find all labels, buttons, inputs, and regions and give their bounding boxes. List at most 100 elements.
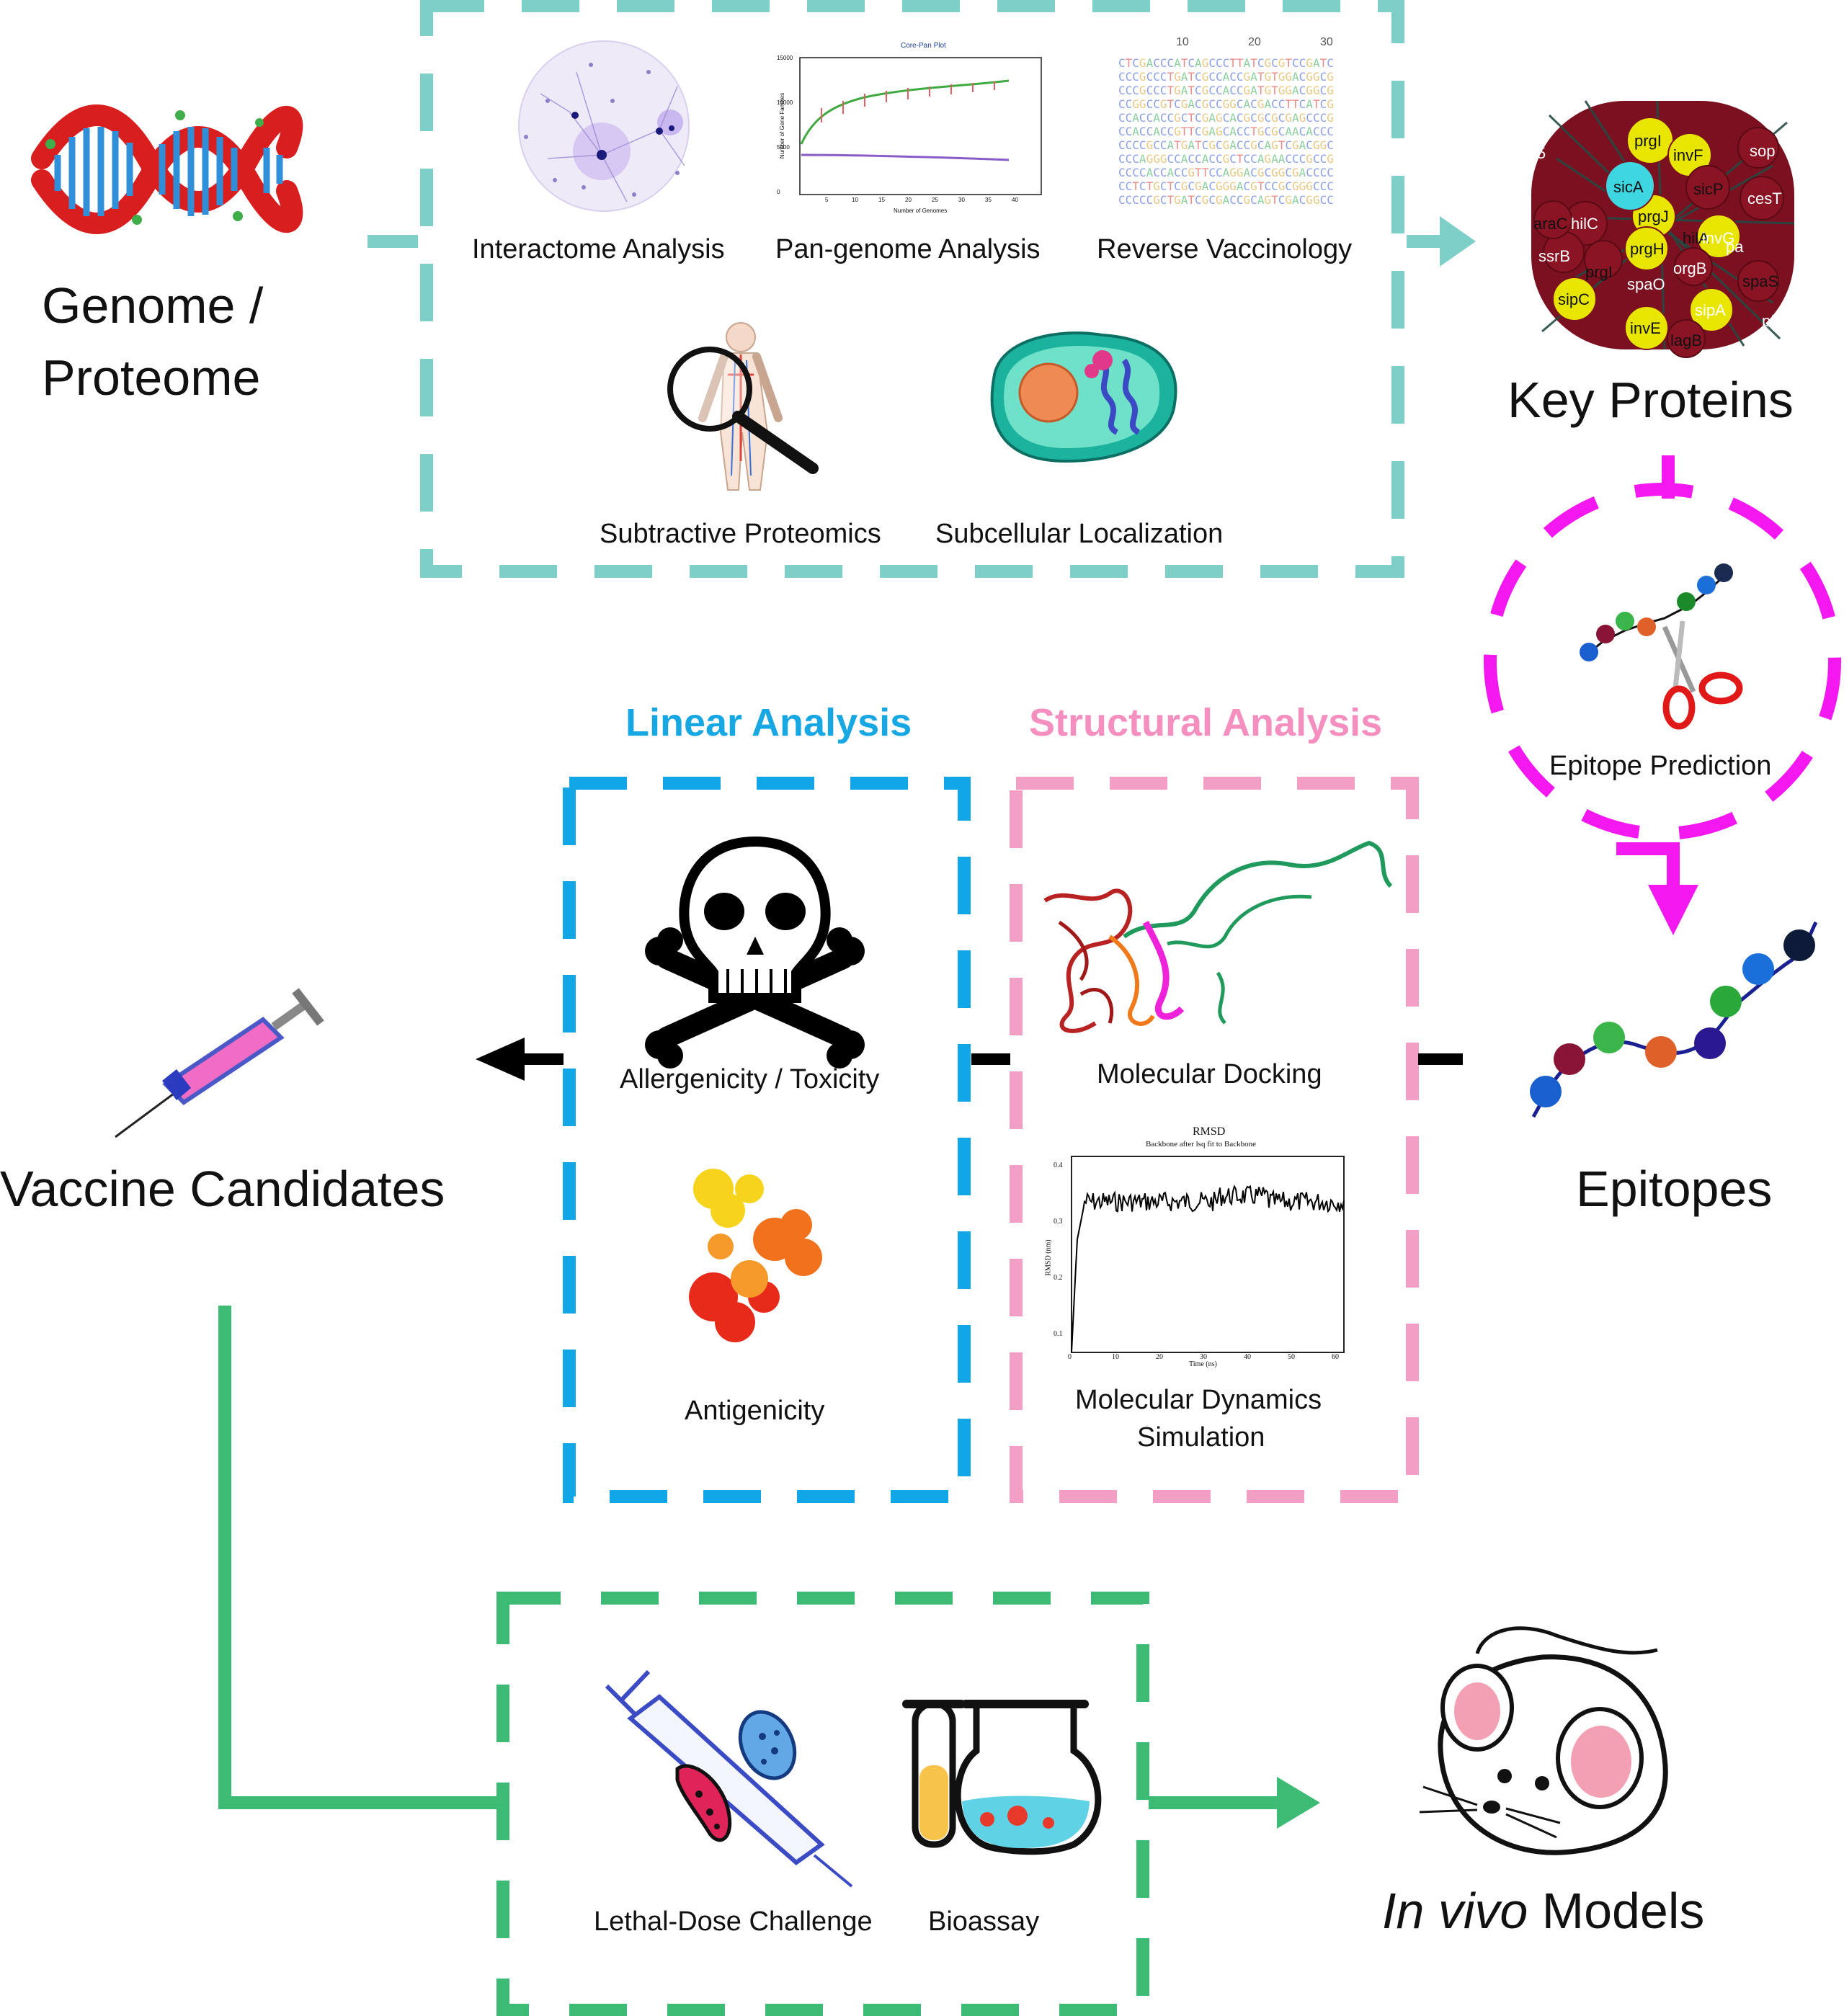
- alignment-row: CCACCACCGCTCGAGCACGCGCGCGAGCCCG: [1118, 111, 1334, 125]
- subtractive-proteomics-label: Subtractive Proteomics: [600, 519, 881, 549]
- tick-label: 30: [1320, 36, 1333, 48]
- tick-label: 0.3: [1054, 1218, 1063, 1226]
- tick-label: 15000: [777, 55, 793, 61]
- epitope-prediction-label: Epitope Prediction: [1549, 751, 1772, 781]
- tick-label: 30: [1200, 1353, 1207, 1361]
- epitope-arrowhead: [1648, 885, 1698, 935]
- mouse-icon: [1419, 1626, 1668, 1855]
- epitope-chain-scissors-icon: [1580, 563, 1743, 730]
- alignment-row: CCGGCCGTCGACGCCGGCACGACCTTCATCG: [1118, 97, 1334, 111]
- tick-label: 25: [932, 197, 938, 203]
- tick-label: prgI: [1585, 263, 1613, 281]
- alignment-row: CCTCTGCTCGCGACGGGACGTCCGCGGGCCC: [1118, 179, 1334, 193]
- tick-label: 0.2: [1054, 1274, 1063, 1282]
- genome-label: Genome /: [42, 277, 264, 334]
- tick-label: araC: [1533, 215, 1568, 233]
- tick-label: sicP: [1693, 180, 1724, 198]
- reverse-vaccinology-label: Reverse Vaccinology: [1097, 234, 1353, 264]
- skull-crossbones-icon: [645, 836, 865, 1069]
- human-body-magnifier-icon: [667, 322, 819, 491]
- tick-label: 10: [1112, 1353, 1119, 1361]
- alignment-row: CCCCACCACCGTTCCAGGACGCGGCGACCCC: [1118, 166, 1334, 179]
- tick-label: spaO: [1627, 275, 1665, 293]
- tick-label: i5: [1533, 144, 1546, 162]
- tick-label: 0.4: [1054, 1161, 1063, 1169]
- syringe-icon: [115, 988, 324, 1138]
- tick-label: 0: [777, 189, 780, 195]
- structural-analysis-header: Structural Analysis: [1029, 701, 1383, 744]
- tick-label: 0.1: [1054, 1330, 1063, 1338]
- tick-label: spaS: [1742, 272, 1779, 290]
- in-vivo-arrowhead: [1277, 1777, 1320, 1829]
- alignment-row: CTCGACCCATCAGCCCTTATCGCGTCCGATC: [1118, 56, 1334, 70]
- antibody-structure-icon: [689, 1169, 822, 1342]
- tick-label: sop: [1750, 142, 1776, 160]
- tick-label: pD: [1762, 312, 1783, 330]
- rmsd-ylabel: RMSD (nm): [1044, 1239, 1053, 1276]
- pangenome-label: Pan-genome Analysis: [775, 234, 1041, 264]
- vaccine-arrowhead: [476, 1038, 525, 1081]
- tick-label: 40: [1012, 197, 1018, 203]
- epitope-prediction-circle: [1484, 483, 1841, 840]
- in-vivo-models-label: In vivo Models: [1382, 1882, 1704, 1940]
- tick-label: 20: [1248, 36, 1261, 48]
- molecular-docking-label: Molecular Docking: [1097, 1059, 1322, 1089]
- vaccine-candidates-label: Vaccine Candidates: [0, 1161, 445, 1217]
- alignment-row: CCCGCCCTGATCGCCACCGATGTGGACGGCG: [1118, 70, 1334, 84]
- rmsd-xlabel: Time (ns): [1189, 1360, 1217, 1368]
- linear-analysis-header: Linear Analysis: [625, 701, 912, 744]
- key-proteins-network-icon: [1531, 100, 1795, 358]
- core-pan-plot: [799, 57, 1042, 195]
- tick-label: 10000: [777, 99, 793, 106]
- bioassay-label: Bioassay: [928, 1906, 1040, 1937]
- tick-label: 5000: [777, 144, 790, 151]
- tick-label: pa: [1726, 238, 1744, 256]
- tick-label: 10: [1176, 36, 1189, 48]
- validation-connector: [218, 1306, 504, 1809]
- rmsd-subtitle: Backbone after lsq fit to Backbone: [1146, 1140, 1257, 1149]
- tick-label: 20: [1156, 1353, 1163, 1361]
- tick-label: prgI: [1634, 132, 1662, 150]
- antigenicity-label: Antigenicity: [685, 1396, 825, 1426]
- tick-label: 20: [905, 197, 912, 203]
- tick-label: 10: [852, 197, 858, 203]
- epitope-connector-bottom: [1616, 842, 1680, 893]
- tick-label: prgJ: [1638, 208, 1669, 226]
- tick-label: 35: [985, 197, 992, 203]
- syringe-bacteria-icon: [605, 1669, 853, 1888]
- tick-label: hilC: [1571, 215, 1598, 233]
- tick-label: invG: [1702, 229, 1735, 247]
- proteome-label: Proteome: [42, 349, 261, 406]
- tick-label: invF: [1673, 146, 1703, 164]
- in-vivo-italic-text: In vivo: [1382, 1883, 1528, 1939]
- alignment-row: CCCAGGGCCACCACCGCTCCAGAACCCGCCG: [1118, 152, 1334, 166]
- alignment-row: CCCGCCCTGATCGCCACCGATGTGGACGGCG: [1118, 84, 1334, 97]
- rmsd-plot: [1071, 1156, 1345, 1353]
- tick-label: hilA: [1683, 229, 1709, 247]
- cell-icon: [990, 331, 1177, 463]
- tick-label: invE: [1630, 319, 1661, 337]
- rmsd-title: RMSD: [1193, 1125, 1226, 1138]
- interactome-label: Interactome Analysis: [472, 234, 725, 264]
- molecular-docking-icon: [1043, 840, 1393, 1033]
- key-proteins-arrowhead: [1440, 216, 1476, 267]
- dna-helix-icon: [31, 104, 303, 234]
- interactome-network-icon: [518, 40, 690, 212]
- bioassay-flasks-icon: [902, 1700, 1102, 1855]
- simulation-label: Simulation: [1137, 1422, 1265, 1453]
- tick-label: 0: [1068, 1353, 1072, 1361]
- tick-label: 15: [878, 197, 885, 203]
- epitope-chain-icon: [1530, 921, 1818, 1118]
- structural-analysis-box: [1010, 777, 1419, 1503]
- tick-label: 60: [1332, 1353, 1339, 1361]
- lethal-dose-challenge-label: Lethal-Dose Challenge: [594, 1906, 873, 1937]
- tick-label: ssrB: [1538, 247, 1570, 265]
- tick-label: 50: [1288, 1353, 1295, 1361]
- tick-label: sicA: [1613, 178, 1644, 196]
- tick-label: 30: [958, 197, 965, 203]
- alignment-row: CCACCACCGTTCGAGCACCTGCGCAACACCC: [1118, 125, 1334, 138]
- tick-label: orgB: [1673, 259, 1707, 277]
- tick-label: 40: [1244, 1353, 1251, 1361]
